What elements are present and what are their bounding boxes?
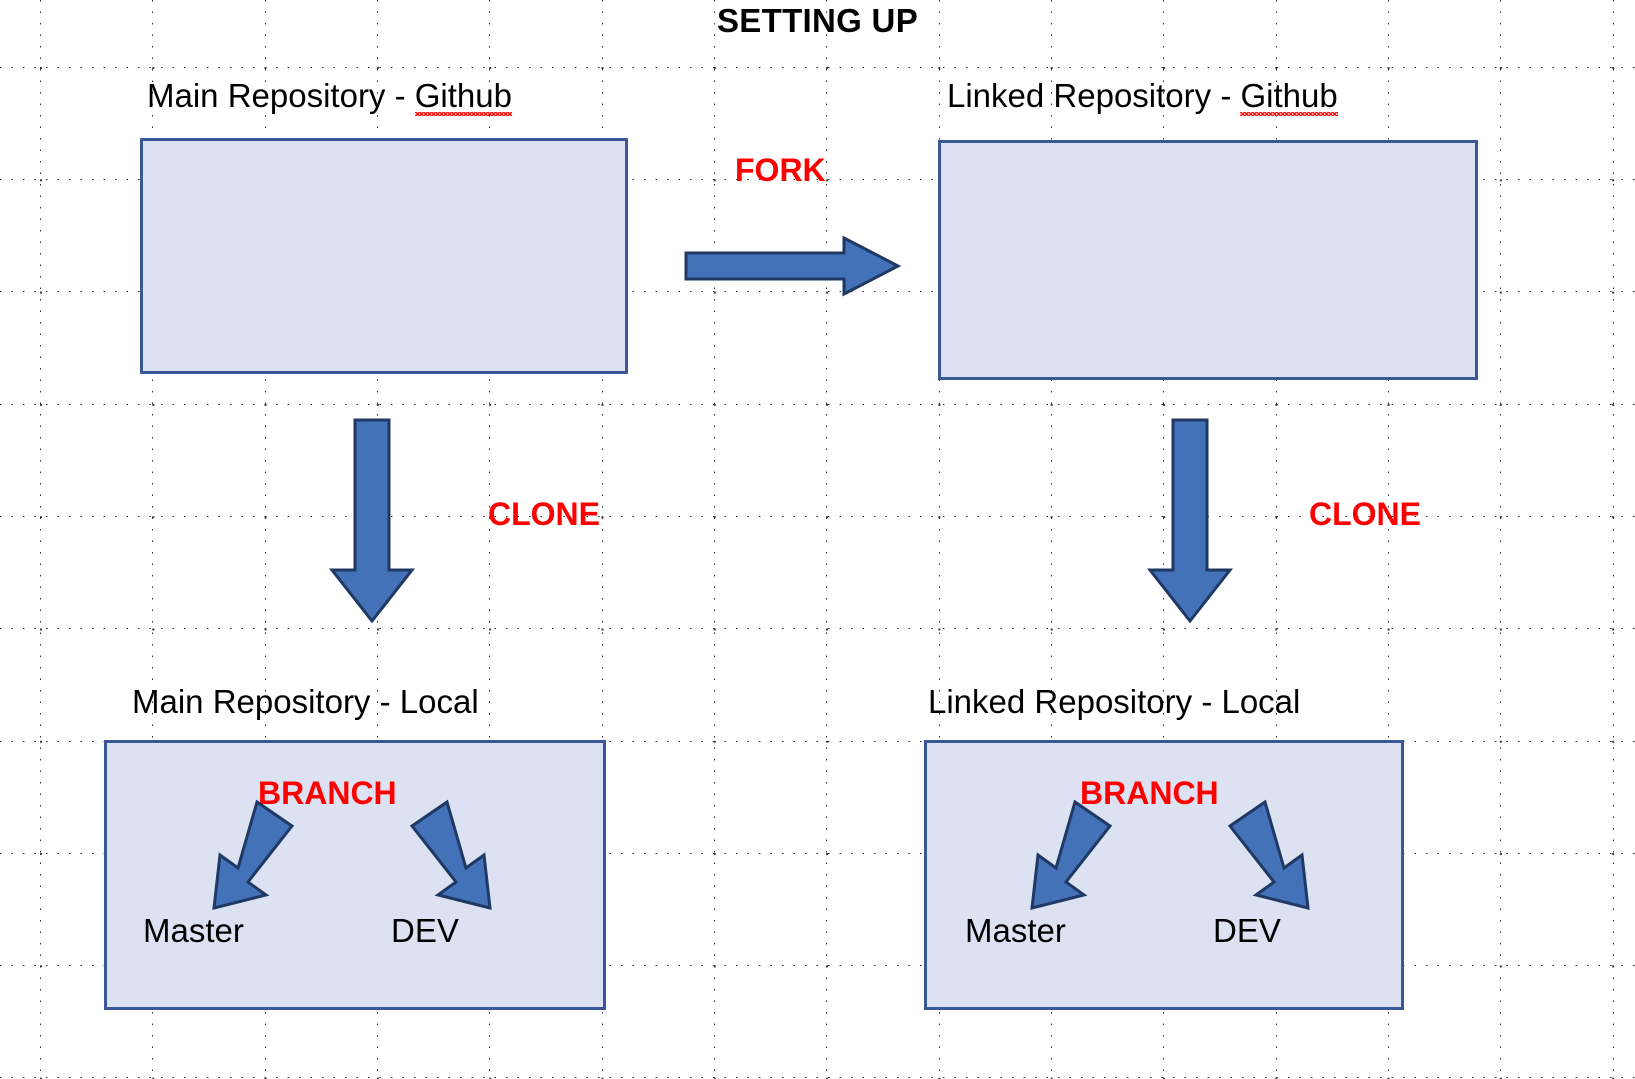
grid-line-vertical xyxy=(489,0,491,1079)
box-main-repository-github[interactable] xyxy=(140,138,628,374)
caption-linked-repo-local: Linked Repository - Local xyxy=(928,683,1301,720)
inner-label-branch-right: BRANCH xyxy=(1080,775,1219,811)
grid-line-horizontal xyxy=(0,853,1635,855)
grid-line-vertical xyxy=(1276,0,1278,1079)
grid-line-horizontal xyxy=(0,179,1635,181)
branch-label-dev-left: DEV xyxy=(391,912,459,949)
edge-label-fork: FORK xyxy=(735,152,826,188)
grid-line-horizontal xyxy=(0,965,1635,967)
grid-line-horizontal xyxy=(0,516,1635,518)
page-title: SETTING UP xyxy=(716,2,919,39)
grid-line-vertical xyxy=(1500,0,1502,1079)
grid-line-horizontal xyxy=(0,1077,1635,1079)
caption-main-repo-local: Main Repository - Local xyxy=(132,683,479,720)
branch-left-master-arrow-icon xyxy=(212,799,295,910)
branch-right-master-arrow-icon xyxy=(1030,799,1113,910)
grid-line-vertical xyxy=(1388,0,1390,1079)
grid-line-horizontal xyxy=(0,291,1635,293)
edge-label-clone-right: CLONE xyxy=(1309,496,1421,532)
inner-label-branch-left: BRANCH xyxy=(258,775,397,811)
branch-label-master-left: Master xyxy=(143,912,244,949)
grid-line-vertical xyxy=(40,0,42,1079)
caption-linked-repo-github-suffix: Github xyxy=(1240,77,1338,117)
box-linked-repository-local[interactable] xyxy=(924,740,1404,1010)
branch-label-dev-right: DEV xyxy=(1213,912,1281,949)
caption-main-repo-github: Main Repository - Github xyxy=(147,77,513,117)
grid-line-vertical xyxy=(826,0,828,1079)
grid-line-horizontal xyxy=(0,404,1635,406)
caption-main-repo-github-prefix: Main Repository - xyxy=(147,77,415,114)
grid-line-vertical xyxy=(265,0,267,1079)
branch-right-dev-arrow-icon xyxy=(1227,799,1310,910)
grid-line-vertical xyxy=(1163,0,1165,1079)
edge-label-clone-left: CLONE xyxy=(488,496,600,532)
caption-linked-repo-github: Linked Repository - Github xyxy=(947,77,1338,117)
caption-main-repo-github-suffix: Github xyxy=(414,77,513,117)
grid-line-vertical xyxy=(939,0,941,1079)
grid-line-horizontal xyxy=(0,628,1635,630)
grid-line-horizontal xyxy=(0,741,1635,743)
clone-right-arrow-icon xyxy=(1146,418,1234,624)
box-linked-repository-github[interactable] xyxy=(938,140,1478,380)
box-main-repository-local[interactable] xyxy=(104,740,606,1010)
caption-linked-repo-github-prefix: Linked Repository - xyxy=(947,77,1241,114)
fork-arrow-icon xyxy=(684,235,902,297)
grid-line-vertical xyxy=(602,0,604,1079)
grid-line-horizontal xyxy=(0,67,1635,69)
grid-line-vertical xyxy=(714,0,716,1079)
clone-left-arrow-icon xyxy=(328,418,416,624)
branch-left-dev-arrow-icon xyxy=(409,799,492,910)
branch-label-master-right: Master xyxy=(965,912,1066,949)
grid-line-vertical xyxy=(1613,0,1615,1079)
grid-line-vertical xyxy=(1051,0,1053,1079)
grid-line-vertical xyxy=(152,0,154,1079)
